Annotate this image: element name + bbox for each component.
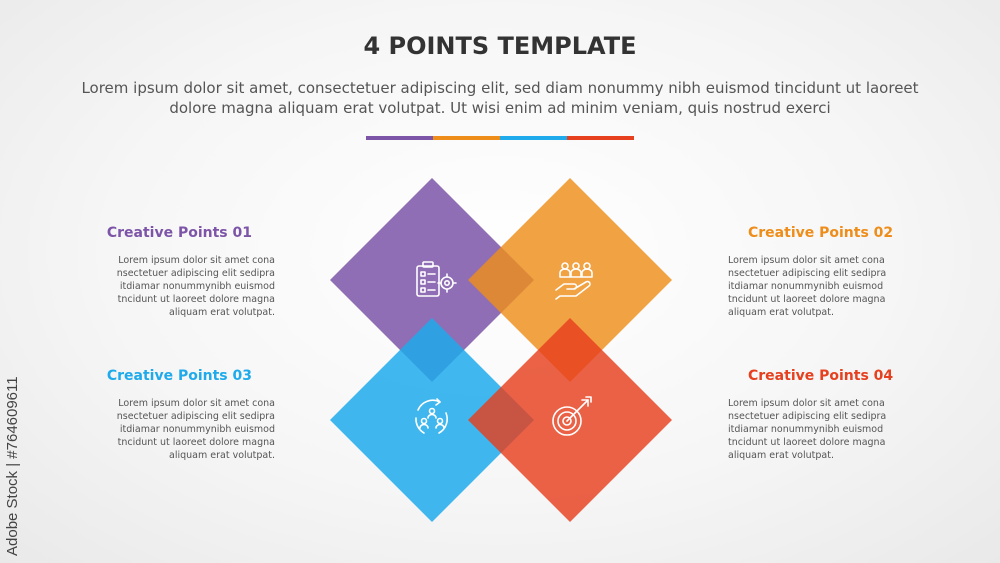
divider-segment-orange [433,136,500,140]
point-3-description: Lorem ipsum dolor sit amet cona nsectetu… [116,398,275,461]
diamond-point-3 [330,318,534,522]
hand-people-icon [555,262,593,300]
diamond-point-1 [330,178,534,382]
color-divider [366,136,634,140]
divider-segment-purple [366,136,433,140]
page-title: 4 POINTS TEMPLATE [363,32,637,60]
watermark-text: Adobe Stock | #764609611 [4,376,21,556]
page-subtitle: Lorem ipsum dolor sit amet, consectetuer… [81,79,919,117]
diamond-point-2 [468,178,672,382]
point-1-description: Lorem ipsum dolor sit amet cona nsectetu… [116,255,275,318]
divider-segment-red [567,136,634,140]
point-3-title: Creative Points 03 [106,368,252,384]
point-4-title: Creative Points 04 [748,368,894,384]
point-4-description: Lorem ipsum dolor sit amet cona nsectetu… [728,398,887,461]
point-1-title: Creative Points 01 [106,225,252,241]
target-arrow-icon [552,396,592,436]
team-cycle-icon [415,398,448,434]
divider-segment-blue [500,136,567,140]
diamond-point-4 [468,318,672,522]
point-2-title: Creative Points 02 [748,225,894,241]
point-2-description: Lorem ipsum dolor sit amet cona nsectetu… [728,255,887,318]
checklist-gear-icon [416,261,457,297]
